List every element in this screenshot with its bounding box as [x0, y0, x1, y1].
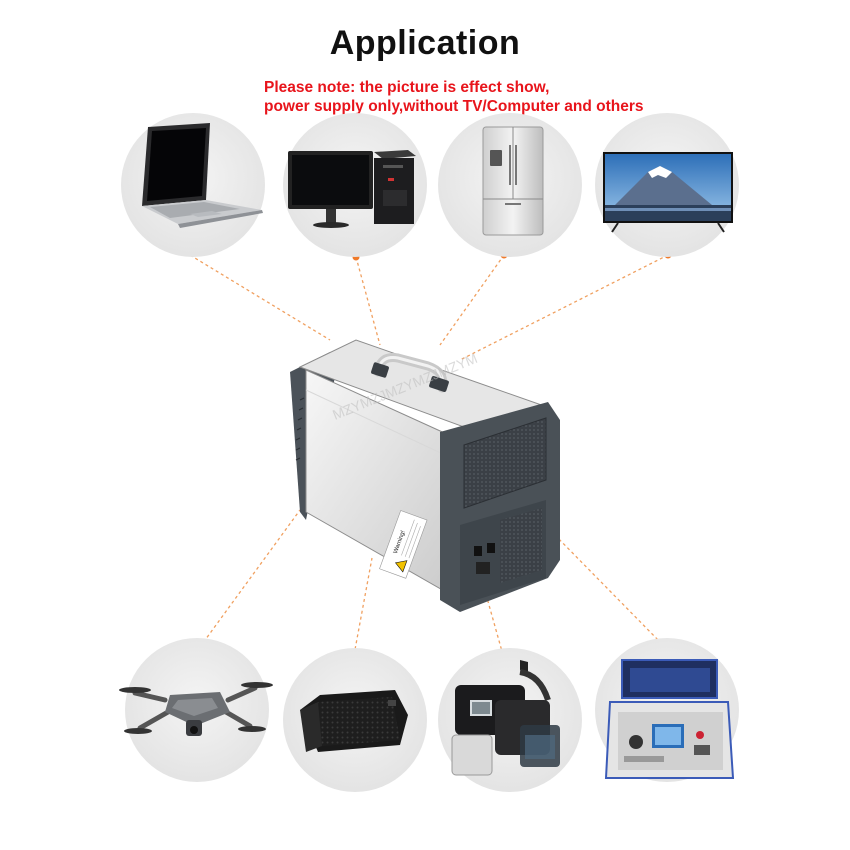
- connector-lines: [184, 251, 669, 656]
- vent-slits: [295, 397, 305, 461]
- note-line-1: Please note: the picture is effect show,: [264, 79, 550, 96]
- connector-line: [353, 557, 373, 656]
- drone-icon: [119, 638, 273, 782]
- disclaimer-note: Please note: the picture is effect show,…: [264, 78, 643, 116]
- connector-line: [481, 579, 504, 656]
- warning-sticker: Warning!: [379, 510, 428, 579]
- note-line-2: power supply only,without TV/Computer an…: [264, 98, 644, 115]
- desktop-computer-icon: [283, 113, 427, 257]
- connector-line: [549, 529, 663, 645]
- speaker-icon: [283, 648, 427, 792]
- cpap-machine-icon: [438, 648, 582, 792]
- television-icon: [595, 113, 739, 257]
- laptop-icon: [121, 113, 265, 257]
- connector-line: [199, 509, 301, 648]
- usb-port-icon: [474, 546, 482, 556]
- connector-line: [459, 254, 669, 361]
- connector-line: [439, 254, 505, 346]
- connector-line: [355, 256, 381, 346]
- page-title: Application: [329, 24, 521, 62]
- refrigerator-icon: [438, 113, 582, 257]
- instrument-case-icon: [595, 638, 739, 782]
- connector-line: [184, 251, 331, 341]
- power-station-product: Warning! MZYMZJMZYMZJMZYM: [290, 339, 560, 612]
- usb-port-icon: [487, 543, 495, 553]
